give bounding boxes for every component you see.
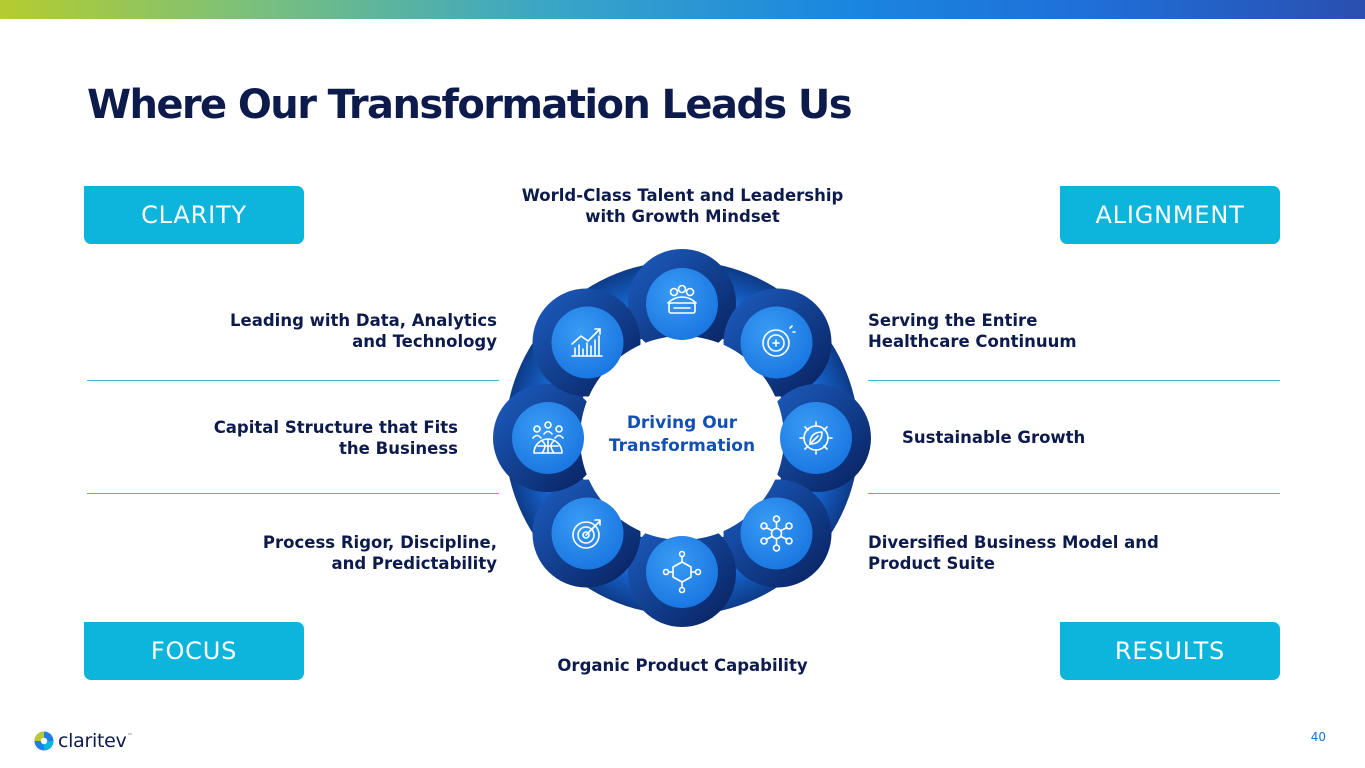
pillar-label-diversified-model: Diversified Business Model and Product S…	[868, 533, 1159, 573]
center-label-line2: Transformation	[609, 436, 755, 456]
pillar-label-process-rigor: Process Rigor, Discipline, and Predictab…	[262, 533, 497, 573]
pillar-label-data-analytics: Leading with Data, Analytics and Technol…	[230, 311, 497, 351]
pillar-label-healthcare-continuum: Serving the Entire Healthcare Continuum	[868, 311, 1077, 351]
pillar-label-capital-structure: Capital Structure that Fits the Business	[213, 418, 458, 458]
divider-line	[868, 493, 1280, 494]
page-number: 40	[1310, 730, 1326, 744]
corner-label-alignment: ALIGNMENT	[1060, 186, 1280, 244]
center-label-line1: Driving Our	[627, 413, 738, 433]
chart-growth-icon	[571, 328, 603, 357]
claritev-logo: claritev ™	[34, 729, 132, 753]
gear-leaf-icon	[799, 421, 833, 455]
corner-label-focus: FOCUS	[84, 622, 304, 680]
logo-mark-icon	[34, 731, 54, 751]
divider-line	[87, 493, 499, 494]
page-title: Where Our Transformation Leads Us	[87, 82, 853, 128]
logo-wordmark: claritev	[58, 730, 127, 752]
team-handshake-icon	[667, 284, 697, 314]
corner-label-clarity: CLARITY	[84, 186, 304, 244]
ring-center	[580, 336, 784, 540]
transformation-ring-diagram: Driving Our Transformation	[493, 249, 871, 627]
ring-lobes	[493, 249, 871, 627]
product-network-icon	[662, 550, 702, 594]
logo-trademark: ™	[127, 733, 133, 739]
gradient-top-bar	[0, 0, 1365, 19]
global-people-icon	[532, 421, 564, 454]
medical-cross-icon	[762, 325, 796, 357]
divider-line	[87, 380, 499, 381]
network-nodes-icon	[760, 515, 793, 552]
pillar-label-sustainable-growth: Sustainable Growth	[902, 428, 1086, 447]
divider-line	[868, 380, 1280, 381]
target-icon	[572, 519, 601, 549]
corner-label-results: RESULTS	[1060, 622, 1280, 680]
pillar-label-organic-product: Organic Product Capability	[557, 656, 808, 675]
pillar-label-talent: World-Class Talent and Leadership with G…	[521, 186, 844, 226]
